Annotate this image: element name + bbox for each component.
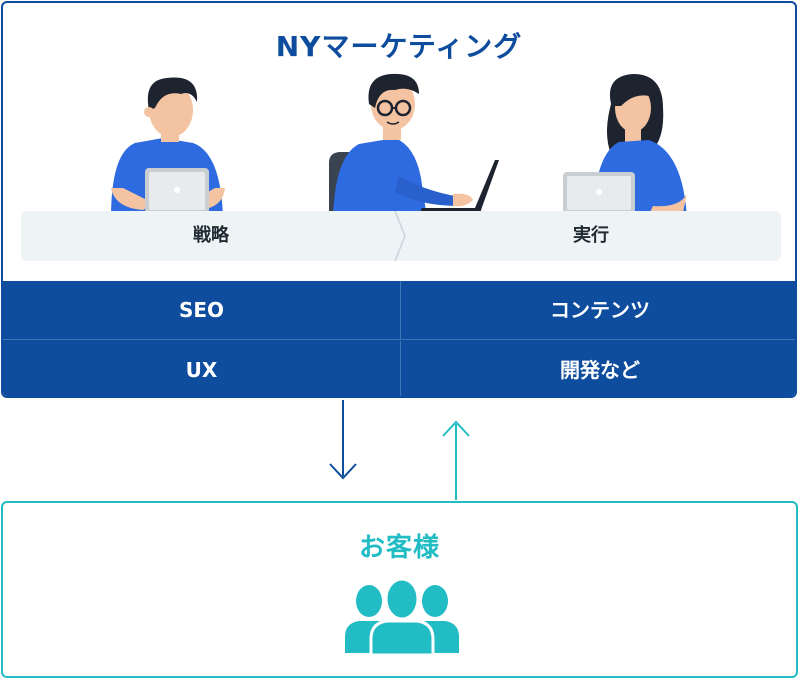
customer-group-icon: [345, 577, 459, 655]
service-development: 開発など: [560, 358, 640, 382]
customer-panel: お客様: [1, 501, 798, 678]
phase-strategy-label: 戦略: [193, 225, 229, 246]
flow-arrows: [329, 400, 470, 500]
customer-title: お客様: [358, 533, 440, 563]
service-ux: UX: [3, 341, 401, 396]
arrow-down-icon: [329, 400, 357, 480]
service-seo: SEO: [3, 281, 401, 340]
person-left-illustration: [111, 77, 225, 218]
services-grid: SEO コンテンツ UX 開発など: [3, 281, 795, 396]
phase-bar: 戦略 実行: [21, 211, 781, 261]
service-content: コンテンツ: [401, 281, 795, 340]
person-right-illustration: [563, 74, 687, 218]
chevron-right-icon: [394, 211, 406, 261]
company-title: NYマーケティング: [275, 30, 523, 63]
team-illustration: [111, 73, 687, 218]
phase-execution-label: 実行: [573, 225, 609, 246]
arrow-up-icon: [442, 420, 470, 500]
person-center-illustration: [329, 73, 499, 218]
company-panel: NYマーケティング: [1, 1, 797, 398]
